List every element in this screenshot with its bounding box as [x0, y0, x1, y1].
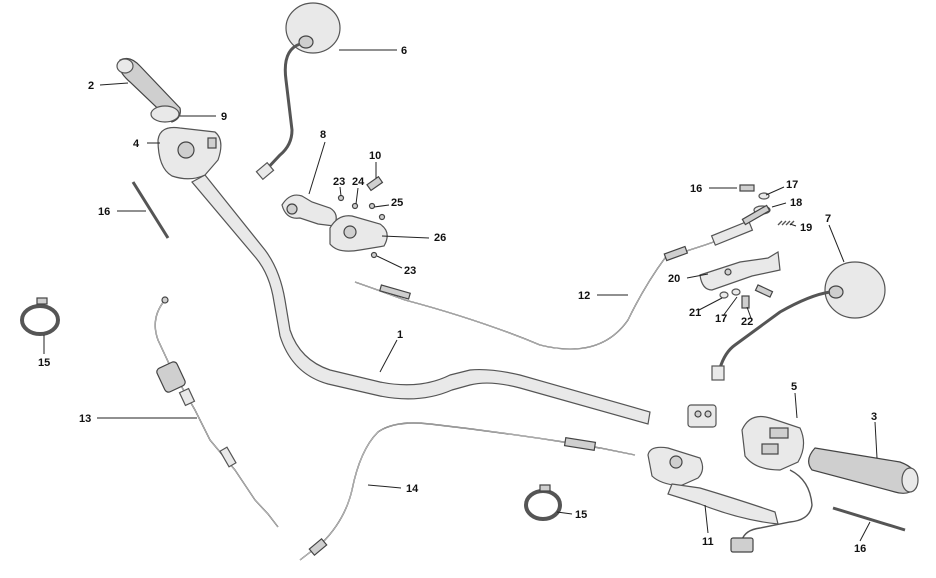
callout-20: 20 [668, 273, 680, 285]
clutch-lever-bracket-part [281, 194, 337, 227]
callout-17-top: 17 [786, 179, 798, 191]
callout-11: 11 [702, 536, 714, 548]
clutch-cable-part [354, 220, 754, 350]
callout-23-top: 23 [333, 176, 345, 188]
callout-9: 9 [221, 111, 227, 123]
right-mirror-part [711, 261, 886, 381]
clutch-lever-part [329, 215, 388, 252]
right-switch-housing-part [730, 415, 813, 553]
small-hardware-parts [337, 175, 386, 259]
callout-1: 1 [397, 329, 403, 341]
left-switch-housing-part [157, 126, 222, 180]
callout-8: 8 [320, 129, 326, 141]
callout-24: 24 [352, 176, 365, 188]
throttle-clamp-part [687, 404, 717, 428]
throttle-cable-part [154, 296, 279, 528]
right-grip-part [808, 447, 919, 494]
handlebar-part [191, 174, 651, 425]
callout-labels: 1 2 3 4 5 6 7 8 9 10 11 12 13 14 15 15 1… [38, 45, 877, 555]
callout-6: 6 [401, 45, 407, 57]
callout-7: 7 [825, 213, 831, 225]
callout-3: 3 [871, 411, 877, 423]
callout-19: 19 [800, 222, 812, 234]
cable-clamp-right-part [524, 484, 562, 521]
callout-14: 14 [406, 483, 419, 495]
callout-16-left: 16 [98, 206, 110, 218]
callout-23-bottom: 23 [404, 265, 416, 277]
callout-15-right: 15 [575, 509, 587, 521]
brake-lever-part [647, 446, 779, 525]
callout-22: 22 [741, 316, 753, 328]
cable-clamp-left-part [20, 297, 60, 336]
callout-16-right: 16 [854, 543, 866, 555]
cable-tie-left-part [131, 181, 170, 239]
brake-cable-part [299, 422, 636, 561]
grip-ring-part [150, 105, 180, 123]
leader-lines [43, 49, 878, 542]
callout-10: 10 [369, 150, 381, 162]
left-mirror-part [255, 2, 341, 181]
callout-16-top: 16 [690, 183, 702, 195]
callout-15-left: 15 [38, 357, 50, 369]
cable-adjuster-hardware-parts [739, 184, 795, 226]
callout-13: 13 [79, 413, 91, 425]
callout-25: 25 [391, 197, 403, 209]
callout-4: 4 [133, 138, 140, 150]
cable-tie-right-part [832, 506, 906, 532]
callout-18: 18 [790, 197, 802, 209]
callout-21: 21 [689, 307, 701, 319]
callout-26: 26 [434, 232, 446, 244]
callout-17-bottom: 17 [715, 313, 727, 325]
callout-12: 12 [578, 290, 590, 302]
callout-2: 2 [88, 80, 94, 92]
cable-bracket-part [699, 251, 781, 291]
bracket-bolt-parts [719, 284, 774, 309]
callout-5: 5 [791, 381, 797, 393]
